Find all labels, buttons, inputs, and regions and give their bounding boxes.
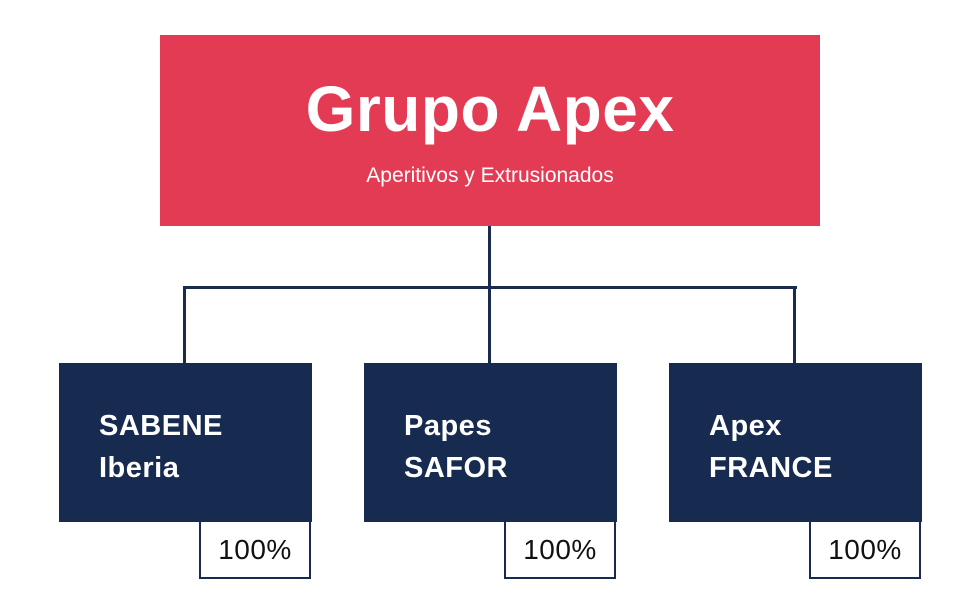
subsidiary-name: Papes SAFOR: [404, 405, 508, 489]
subsidiary-name-line1: Apex: [709, 410, 782, 442]
subsidiary-name: Apex FRANCE: [709, 405, 833, 489]
parent-company-title: Grupo Apex: [305, 73, 675, 145]
subsidiary-name-line2: FRANCE: [709, 452, 833, 484]
ownership-badge: 100%: [809, 522, 921, 579]
subsidiary-name: SABENE Iberia: [99, 405, 223, 489]
subsidiary-box-apex-france: Apex FRANCE: [669, 363, 922, 522]
subsidiary-name-line1: SABENE: [99, 410, 223, 442]
subsidiary-name-line2: SAFOR: [404, 452, 508, 484]
subsidiary-name-line1: Papes: [404, 410, 492, 442]
connector-left-drop: [183, 286, 186, 363]
connector-horizontal: [183, 286, 797, 289]
parent-company-subtitle: Aperitivos y Extrusionados: [366, 164, 614, 187]
connector-trunk: [488, 226, 491, 363]
subsidiary-name-line2: Iberia: [99, 452, 180, 484]
connector-right-drop: [793, 286, 796, 363]
subsidiary-box-papes-safor: Papes SAFOR: [364, 363, 617, 522]
parent-company-box: Grupo Apex Aperitivos y Extrusionados: [160, 35, 820, 226]
ownership-badge: 100%: [504, 522, 616, 579]
ownership-badge: 100%: [199, 522, 311, 579]
subsidiary-box-sabene-iberia: SABENE Iberia: [59, 363, 312, 522]
